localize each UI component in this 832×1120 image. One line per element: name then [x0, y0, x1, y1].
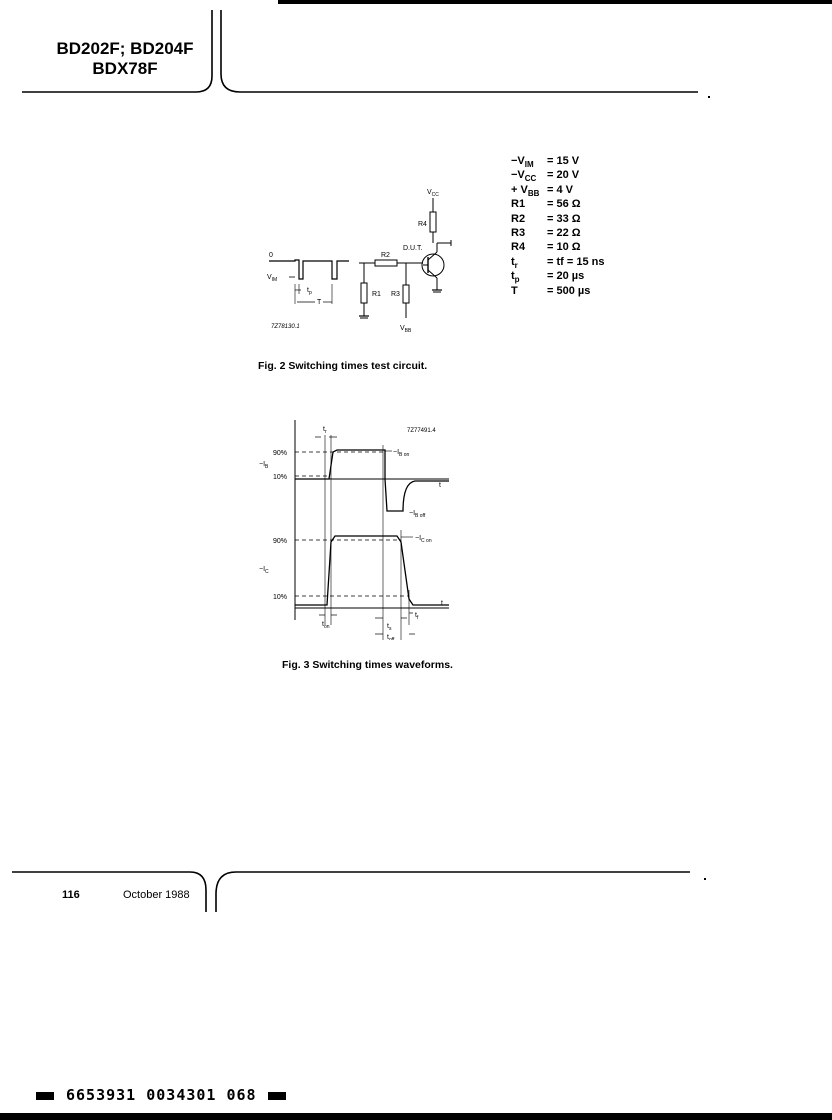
- fig3-label-t2: t: [441, 600, 443, 607]
- figure3-waveforms: 7Z77491.4 tr t 90% 10% −IB −IB on −IB of…: [259, 420, 449, 640]
- fig2-label-vbb: VBB: [400, 325, 412, 334]
- figure3-caption: Fig. 3 Switching times waveforms.: [282, 659, 453, 671]
- fig3-code: 7Z77491.4: [407, 428, 436, 434]
- fig2-label-vcc: VCC: [427, 189, 439, 198]
- param-row: R1= 56 Ω: [511, 198, 581, 211]
- param-row: tr= tf = 15 ns: [511, 255, 605, 270]
- fig3-label-ic: −IC: [259, 566, 269, 575]
- fig2-label-dut: D.U.T.: [403, 245, 423, 252]
- bottom-edge-bar: [0, 1113, 832, 1120]
- page-number: 116: [62, 889, 80, 901]
- fig2-label-r3: R3: [391, 291, 400, 298]
- header-title-line1: BD202F; BD204F: [56, 39, 194, 58]
- fig3-label-icon: −IC on: [415, 535, 432, 544]
- param-row: tp= 20 µs: [511, 270, 585, 285]
- fig3-label-tf: tf: [415, 612, 419, 621]
- fig3-label-ts: ts: [387, 623, 392, 632]
- figure2-caption: Fig. 2 Switching times test circuit.: [258, 360, 428, 372]
- fig2-label-tp: tp: [307, 287, 312, 296]
- footer-date: October 1988: [123, 889, 190, 901]
- top-edge-bar: [278, 0, 832, 4]
- fig2-label-T: T: [317, 299, 322, 306]
- param-row: R3= 22 Ω: [511, 226, 581, 239]
- param-row: + VBB= 4 V: [511, 183, 573, 198]
- barcode-block-left: [36, 1092, 54, 1100]
- param-row: R4= 10 Ω: [511, 241, 581, 254]
- barcode-block-right: [268, 1092, 286, 1100]
- parameter-list: −VIM= 15 V −VCC= 20 V + VBB= 4 V R1= 56 …: [511, 155, 605, 300]
- barcode-text: 6653931 0034301 068: [66, 1086, 257, 1104]
- fig3-label-p90-top: 90%: [273, 450, 287, 457]
- fig3-label-tr: tr: [323, 426, 327, 435]
- fig2-label-vim: VIM: [267, 274, 277, 283]
- fig3-label-p10-bot: 10%: [273, 594, 287, 601]
- fig3-label-t1: t: [439, 482, 441, 489]
- param-row: −VIM= 15 V: [511, 155, 580, 170]
- fig2-code: 7Z78130.1: [271, 324, 300, 330]
- fig3-label-toff: toff: [387, 634, 395, 640]
- fig3-label-p90-bot: 90%: [273, 538, 287, 545]
- header-title-line2: BDX78F: [92, 59, 158, 78]
- fig2-label-zero: 0: [269, 252, 273, 259]
- footer-frame: [12, 871, 706, 912]
- fig2-label-r4: R4: [418, 221, 427, 228]
- fig3-label-ib: −IB: [259, 461, 269, 470]
- fig3-label-iboff: −IB off: [409, 510, 426, 519]
- param-row: −VCC= 20 V: [511, 169, 580, 184]
- fig3-label-ton: ton: [322, 621, 330, 630]
- figure2-circuit: 0 VIM tp T R2 R1 R3 VBB D.U.T. R4 VCC 7Z…: [267, 189, 452, 334]
- param-row: R2= 33 Ω: [511, 212, 581, 225]
- fig3-label-ibon: −IB on: [393, 449, 410, 458]
- header-frame: [22, 10, 710, 98]
- param-row: T= 500 µs: [511, 284, 591, 297]
- fig3-label-p10-top: 10%: [273, 474, 287, 481]
- fig2-label-r1: R1: [372, 291, 381, 298]
- fig2-label-r2: R2: [381, 252, 390, 259]
- header-title: BD202F; BD204F BDX78F: [50, 39, 200, 79]
